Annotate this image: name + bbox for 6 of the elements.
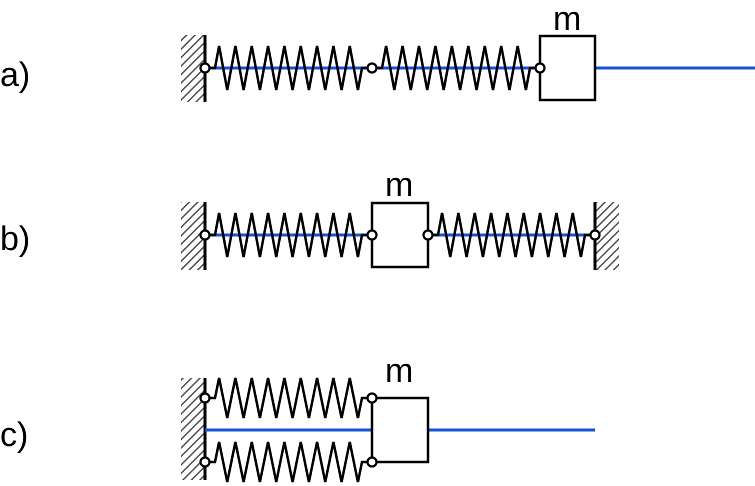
mass-label: m bbox=[385, 354, 414, 388]
row-label: b) bbox=[0, 222, 30, 256]
mass-label: m bbox=[553, 2, 582, 36]
row-label: c) bbox=[0, 418, 28, 452]
mass-label: m bbox=[385, 168, 414, 202]
row-label: a) bbox=[0, 58, 30, 92]
